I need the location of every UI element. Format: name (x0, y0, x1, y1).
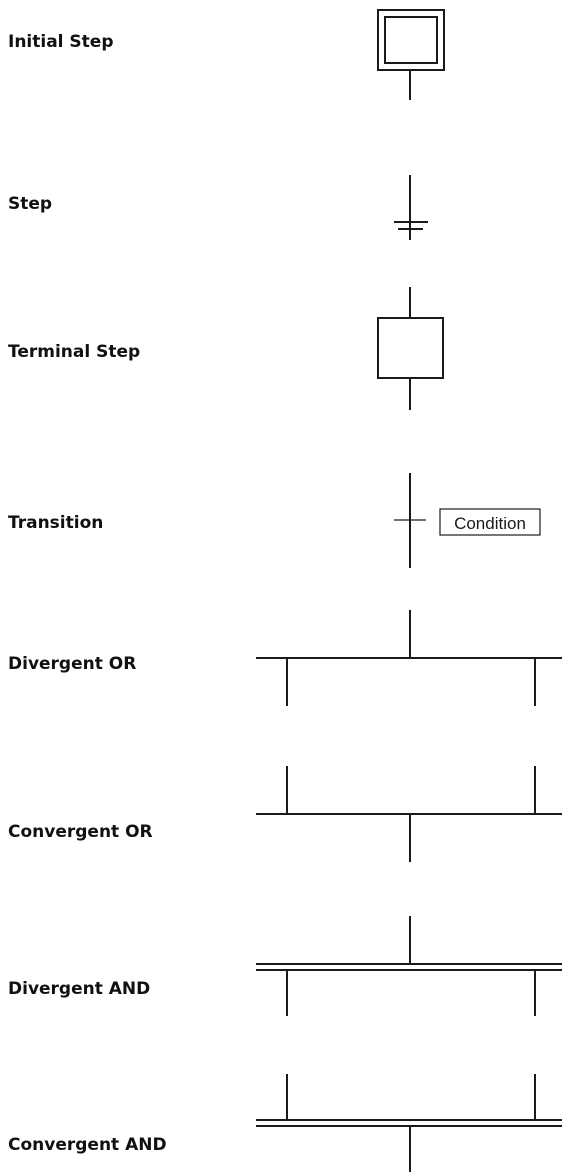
convergent-and-icon (256, 1074, 562, 1172)
label-divergent-or: Divergent OR (8, 654, 137, 674)
divergent-and-icon (256, 916, 562, 1016)
double-square-icon (377, 9, 445, 100)
initial-step-outer-box (377, 9, 445, 71)
condition-box (439, 508, 541, 536)
label-convergent-or: Convergent OR (8, 822, 153, 842)
label-initial-step: Initial Step (8, 32, 114, 52)
label-terminal-step: Terminal Step (8, 342, 141, 362)
label-transition: Transition (8, 513, 104, 533)
label-step: Step (8, 194, 53, 214)
divergent-or-icon (256, 610, 562, 706)
condition-text: Condition (454, 514, 526, 533)
ground-step-icon (394, 175, 428, 240)
convergent-or-icon (256, 766, 562, 862)
label-convergent-and: Convergent AND (8, 1135, 167, 1155)
transition-icon: Condition (394, 473, 541, 568)
square-icon (377, 287, 444, 410)
initial-step-inner-box (384, 16, 438, 64)
label-divergent-and: Divergent AND (8, 979, 151, 999)
terminal-step-box (377, 317, 444, 379)
